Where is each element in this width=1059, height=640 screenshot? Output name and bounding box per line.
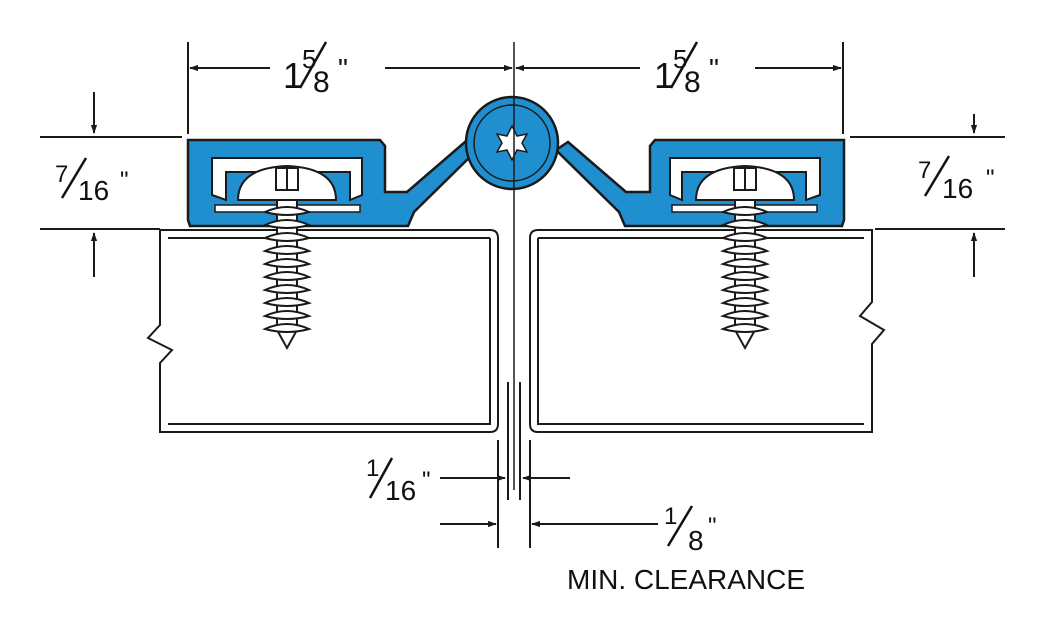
- dim-right-num: 7: [918, 157, 931, 184]
- dim-gap-small-num: 1: [366, 455, 379, 482]
- dim-left-unit: ": [120, 167, 129, 194]
- dim-top-left-unit: ": [338, 53, 348, 84]
- dim-top-left: 1 5 8 ": [283, 41, 348, 99]
- dim-right-unit: ": [986, 165, 995, 192]
- right-door-panel: [529, 229, 886, 433]
- dim-right-den: 16: [942, 173, 973, 204]
- dim-gap-large-unit: ": [708, 513, 717, 540]
- dim-gap-large-den: 8: [688, 525, 704, 556]
- dim-gap-small-den: 16: [385, 475, 416, 506]
- torx-pin-icon: [495, 124, 529, 162]
- dim-top-right-whole: 1: [654, 55, 674, 96]
- dim-top-left-den: 8: [313, 66, 330, 99]
- dim-top-right: 1 5 8 ": [654, 41, 719, 99]
- dim-top-right-den: 8: [684, 66, 701, 99]
- dim-left-height: 7 16 ": [55, 157, 129, 206]
- top-dimension-lines: [187, 42, 844, 134]
- dim-left-den: 16: [78, 175, 109, 206]
- dim-top-right-unit: ": [709, 53, 719, 84]
- dim-gap-large-num: 1: [664, 503, 677, 530]
- dim-gap-small: 1 16 ": [366, 455, 431, 506]
- left-screw-head: [236, 164, 338, 201]
- left-hinge-leaf: [186, 138, 479, 228]
- dim-top-left-whole: 1: [283, 55, 303, 96]
- left-screw-shank: [262, 199, 312, 351]
- dim-gap-large: 1 8 ": [664, 503, 717, 556]
- dim-left-num: 7: [55, 161, 68, 188]
- side-dimension-lines: [40, 92, 1005, 277]
- left-door-panel: [146, 229, 499, 433]
- gap-dimension-lines: [440, 382, 658, 548]
- dim-right-height: 7 16 ": [918, 155, 995, 204]
- right-screw-head: [694, 164, 796, 201]
- min-clearance-caption: MIN. CLEARANCE: [567, 564, 805, 595]
- dim-gap-small-unit: ": [422, 467, 431, 494]
- hinge-knuckle: [464, 95, 560, 191]
- right-screw-shank: [720, 199, 770, 351]
